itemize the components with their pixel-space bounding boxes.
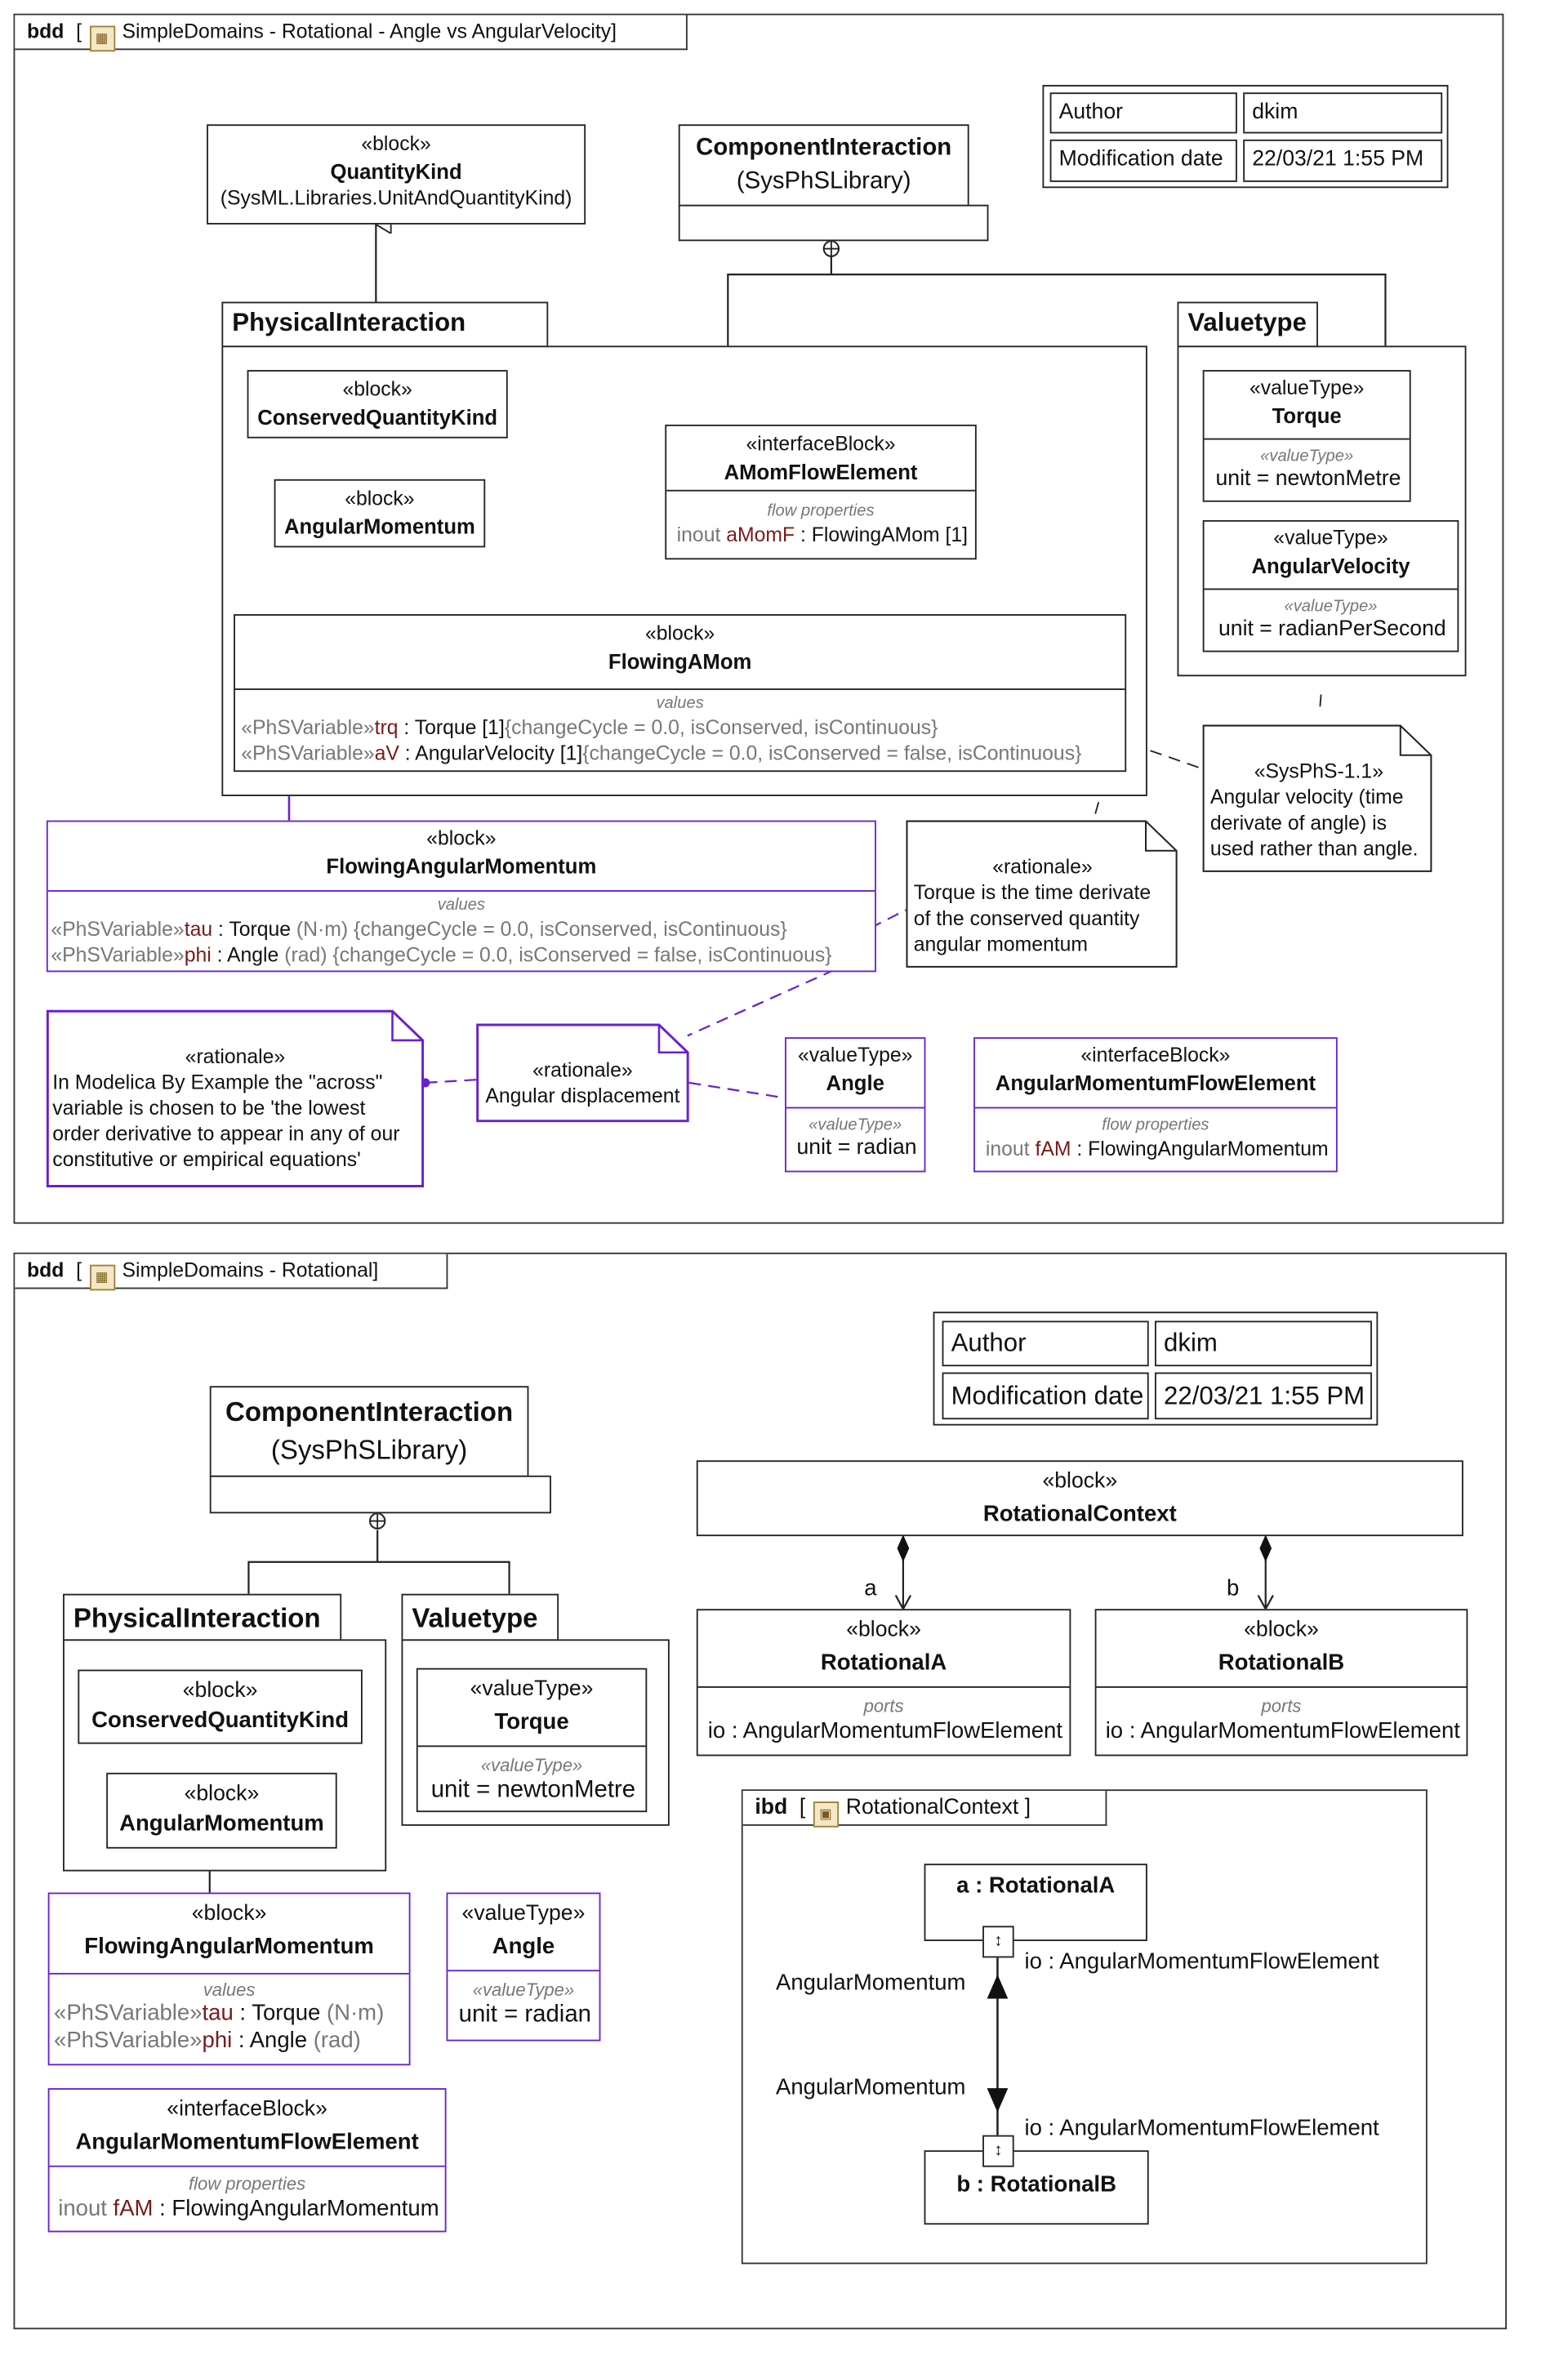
block-valuetype-angle-bottom[interactable]: «valueType» Angle «valueType» unit = rad… bbox=[446, 1892, 601, 2042]
frame-kind: bdd bbox=[27, 20, 65, 42]
value-phi[interactable]: «PhSVariable»phi : Angle (rad) {changeCy… bbox=[51, 943, 832, 966]
moddate-value: 22/03/21 1:55 PM bbox=[1243, 139, 1443, 182]
anchor-rat2-rat3 bbox=[425, 1079, 477, 1084]
anchor-rat3-angle bbox=[688, 1081, 786, 1099]
block-conservedquantitykind-top[interactable]: «block» ConservedQuantityKind bbox=[247, 370, 508, 439]
block-rotationala[interactable]: «block» RotationalA ports io : AngularMo… bbox=[696, 1609, 1071, 1757]
containment-physint bbox=[727, 274, 1387, 346]
block-quantitykind[interactable]: «block» QuantityKind (SysML.Libraries.Un… bbox=[207, 124, 586, 225]
block-amomflowelement[interactable]: «interfaceBlock» AMomFlowElement flow pr… bbox=[665, 424, 977, 560]
part-b-rotationalb[interactable]: b : RotationalB bbox=[924, 2150, 1149, 2225]
frame-title: SimpleDomains - Rotational - Angle vs An… bbox=[122, 20, 617, 42]
flow-up-arrow bbox=[987, 1974, 1009, 1999]
anchor-phi-rat3 bbox=[687, 953, 871, 1037]
containment-bottom bbox=[247, 1561, 510, 1594]
note-rationale-torque[interactable]: «rationale» Torque is the time derivate … bbox=[906, 820, 1178, 968]
package-physint-top-tab[interactable]: PhysicalInteraction bbox=[221, 301, 549, 348]
value-trq[interactable]: «PhSVariable»trq : Torque [1]{changeCycl… bbox=[241, 715, 938, 739]
block-conservedquantitykind-bottom[interactable]: «block» ConservedQuantityKind bbox=[78, 1669, 363, 1744]
role-label-a: a bbox=[864, 1575, 877, 1601]
bdd-frame-top: bdd[▦SimpleDomains - Rotational - Angle … bbox=[13, 13, 1504, 1224]
block-angularmomentum-bottom[interactable]: «block» AngularMomentum bbox=[106, 1772, 337, 1849]
part-a-rotationala[interactable]: a : RotationalA bbox=[924, 1864, 1147, 1941]
note-sysphs[interactable]: «SysPhS-1.1» Angular velocity (time deri… bbox=[1202, 724, 1432, 872]
moddate-label: Modification date bbox=[1049, 139, 1237, 182]
bdd-frame-bottom: bdd[▦SimpleDomains - Rotational] bbox=[13, 1252, 1508, 2330]
author-value: dkim bbox=[1243, 92, 1443, 134]
compint-sub: (SysPhSLibrary) bbox=[736, 168, 911, 194]
package-valuetype-bottom-tab[interactable]: Valuetype bbox=[401, 1593, 559, 1641]
anchor-angvel-note bbox=[1318, 694, 1322, 713]
block-valuetype-torque-top[interactable]: «valueType» Torque «valueType» unit = ne… bbox=[1202, 370, 1411, 502]
block-rotationalcontext[interactable]: «block» RotationalContext bbox=[696, 1460, 1463, 1537]
item-flow-label-2: AngularMomentum bbox=[776, 2074, 966, 2100]
block-angularmomentumflowelement-bottom[interactable]: «interfaceBlock» AngularMomentumFlowElem… bbox=[47, 2088, 447, 2233]
flow-down-arrow bbox=[987, 2088, 1009, 2113]
author-table-top: Author dkim Modification date 22/03/21 1… bbox=[1042, 84, 1449, 189]
block-flowingangularmomentum-bottom[interactable]: «block» FlowingAngularMomentum values «P… bbox=[47, 1892, 411, 2066]
author-table-bottom: Author dkim Modification date 22/03/21 1… bbox=[933, 1311, 1379, 1426]
note-rationale-modelica[interactable]: «rationale» In Modelica By Example the "… bbox=[46, 1009, 425, 1188]
port-b-label: io : AngularMomentumFlowElement bbox=[1024, 2115, 1379, 2142]
compint-name: ComponentInteraction bbox=[696, 135, 952, 161]
diagram-icon: ▦ bbox=[89, 25, 115, 52]
package-physint-bottom-tab[interactable]: PhysicalInteraction bbox=[63, 1593, 342, 1641]
anchor-av-note bbox=[1150, 750, 1203, 770]
ibd-diagram-icon: ▣ bbox=[813, 1801, 839, 1828]
block-angularmomentum-top[interactable]: «block» AngularMomentum bbox=[274, 479, 486, 548]
package-componentinteraction-top[interactable]: ComponentInteraction (SysPhSLibrary) bbox=[678, 124, 989, 242]
frame-tab-bottom[interactable]: bdd[▦SimpleDomains - Rotational] bbox=[15, 1254, 448, 1291]
diagram-icon: ▦ bbox=[89, 1264, 115, 1291]
block-valuetype-angle-top[interactable]: «valueType» Angle «valueType» unit = rad… bbox=[785, 1037, 926, 1173]
ibd-frame-tab[interactable]: ibd[▣RotationalContext ] bbox=[742, 1791, 1107, 1828]
note-rationale-angular-displacement[interactable]: «rationale» Angular displacement bbox=[476, 1023, 689, 1123]
role-label-b: b bbox=[1227, 1575, 1240, 1601]
package-valuetype-top-tab[interactable]: Valuetype bbox=[1177, 301, 1318, 348]
value-tau[interactable]: «PhSVariable»tau : Torque (N·m) {changeC… bbox=[51, 917, 787, 941]
ibd-frame: ibd[▣RotationalContext ] bbox=[741, 1789, 1428, 2264]
note-sysphs-text: Angular velocity (time derivate of angle… bbox=[1209, 785, 1419, 860]
value-av[interactable]: «PhSVariable»aV : AngularVelocity [1]{ch… bbox=[241, 741, 1082, 764]
block-flowingangularmomentum-top[interactable]: «block» FlowingAngularMomentum values «P… bbox=[46, 820, 876, 973]
frame-tab-top[interactable]: bdd[▦SimpleDomains - Rotational - Angle … bbox=[15, 15, 688, 52]
author-label: Author bbox=[1049, 92, 1237, 134]
port-a-io[interactable]: ↕ bbox=[982, 1926, 1014, 1958]
port-a-label: io : AngularMomentumFlowElement bbox=[1024, 1948, 1379, 1975]
port-b-io[interactable]: ↕ bbox=[982, 2135, 1014, 2167]
block-rotationalb[interactable]: «block» RotationalB ports io : AngularMo… bbox=[1094, 1609, 1468, 1757]
block-angularmomentumflowelement-top[interactable]: «interfaceBlock» AngularMomentumFlowElem… bbox=[973, 1037, 1338, 1173]
item-flow-label-1: AngularMomentum bbox=[776, 1970, 966, 1996]
block-flowingamom[interactable]: «block» FlowingAMom values «PhSVariable»… bbox=[234, 614, 1127, 773]
block-valuetype-torque-bottom[interactable]: «valueType» Torque «valueType» unit = ne… bbox=[416, 1668, 648, 1813]
note-sysphs-stereotype: «SysPhS-1.1» bbox=[1254, 759, 1383, 783]
package-componentinteraction-bottom[interactable]: ComponentInteraction (SysPhSLibrary) bbox=[209, 1386, 551, 1514]
block-valuetype-angularvelocity[interactable]: «valueType» AngularVelocity «valueType» … bbox=[1202, 519, 1459, 652]
